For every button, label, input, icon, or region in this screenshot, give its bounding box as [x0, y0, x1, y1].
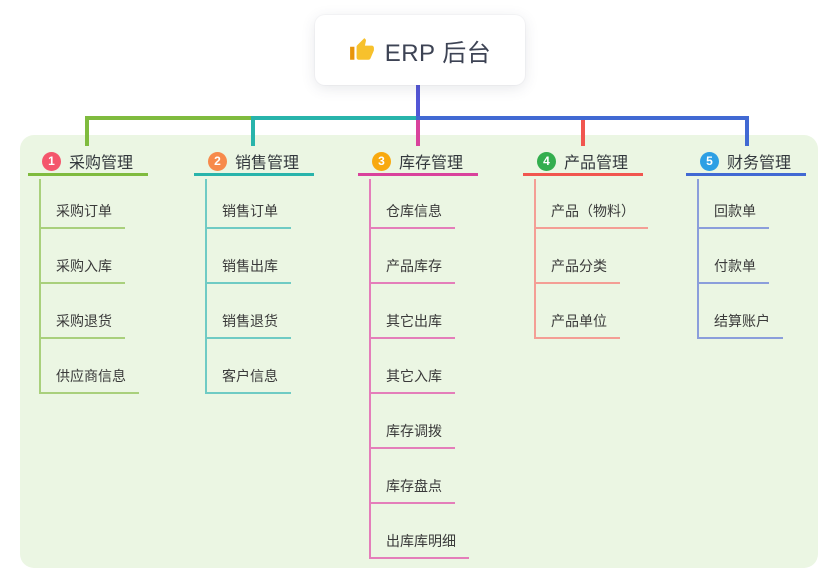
item-node[interactable]: 库存调拨	[369, 422, 455, 449]
item-node[interactable]: 产品分类	[534, 257, 620, 284]
item-node[interactable]: 其它出库	[369, 312, 455, 339]
item-node[interactable]: 销售退货	[205, 312, 291, 339]
thumbs-up-icon	[349, 37, 375, 63]
connector-line	[745, 116, 749, 146]
connector-line	[416, 85, 420, 120]
root-node[interactable]: ERP 后台	[315, 15, 525, 85]
item-node[interactable]: 采购订单	[39, 202, 125, 229]
item-node[interactable]: 销售出库	[205, 257, 291, 284]
branch-label: 财务管理	[727, 155, 792, 172]
item-node[interactable]: 采购入库	[39, 257, 125, 284]
branch-node-5[interactable]: 5 财务管理	[686, 149, 806, 176]
connector-line	[85, 116, 89, 146]
connector-line	[251, 116, 418, 120]
branch-node-4[interactable]: 4 产品管理	[523, 149, 643, 176]
branch-node-2[interactable]: 2 销售管理	[194, 149, 314, 176]
item-node[interactable]: 采购退货	[39, 312, 125, 339]
branch-trunk-line	[369, 179, 371, 559]
item-node[interactable]: 其它入库	[369, 367, 455, 394]
item-node[interactable]: 销售订单	[205, 202, 291, 229]
item-node[interactable]: 供应商信息	[39, 367, 139, 394]
item-node[interactable]: 产品单位	[534, 312, 620, 339]
branch-trunk-line	[697, 179, 699, 339]
branch-number-badge: 1	[42, 151, 61, 171]
branch-trunk-line	[205, 179, 207, 394]
branch-label: 销售管理	[235, 155, 300, 172]
connector-line	[416, 120, 420, 146]
branches-panel	[20, 135, 818, 568]
item-node[interactable]: 出库库明细	[369, 532, 469, 559]
connector-line	[581, 120, 585, 146]
branch-node-1[interactable]: 1 采购管理	[28, 149, 148, 176]
item-node[interactable]: 付款单	[697, 257, 769, 284]
item-node[interactable]: 结算账户	[697, 312, 783, 339]
branch-number-badge: 2	[208, 151, 227, 171]
item-node[interactable]: 产品（物料）	[534, 202, 648, 229]
connector-line	[251, 116, 255, 146]
branch-label: 库存管理	[399, 155, 464, 172]
branch-node-3[interactable]: 3 库存管理	[358, 149, 478, 176]
connector-line	[85, 116, 255, 120]
branch-label: 产品管理	[564, 155, 629, 172]
branch-number-badge: 3	[372, 151, 391, 171]
item-node[interactable]: 客户信息	[205, 367, 291, 394]
branch-label: 采购管理	[69, 155, 134, 172]
branch-trunk-line	[39, 179, 41, 394]
branch-number-badge: 4	[537, 151, 556, 171]
item-node[interactable]: 仓库信息	[369, 202, 455, 229]
item-node[interactable]: 库存盘点	[369, 477, 455, 504]
connector-line	[416, 116, 749, 120]
item-node[interactable]: 产品库存	[369, 257, 455, 284]
item-node[interactable]: 回款单	[697, 202, 769, 229]
branch-trunk-line	[534, 179, 536, 339]
branch-number-badge: 5	[700, 151, 719, 171]
root-title: ERP 后台	[384, 39, 492, 67]
